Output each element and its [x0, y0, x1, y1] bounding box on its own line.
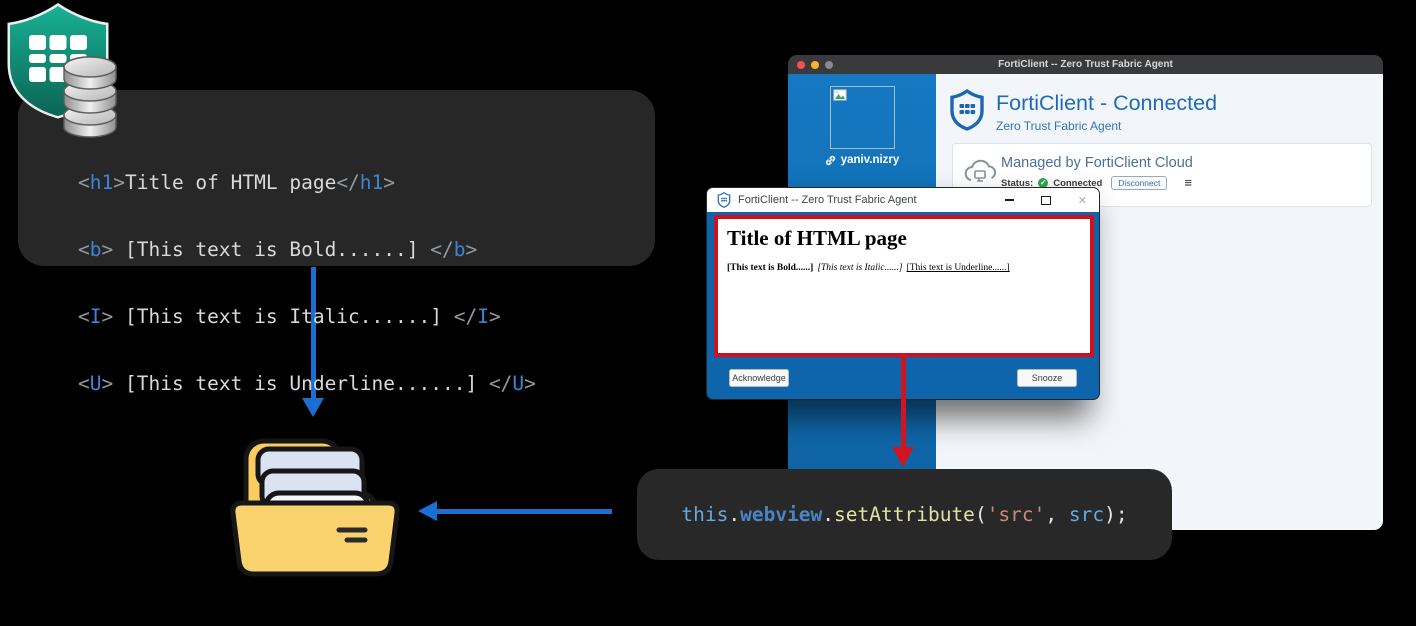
- managed-by-title: Managed by FortiClient Cloud: [1001, 155, 1193, 171]
- database-icon: [63, 56, 117, 138]
- status-check-icon: ✓: [1038, 178, 1049, 188]
- traffic-lights: [797, 60, 833, 69]
- rendered-underline-text: [This text is Underline......]: [906, 263, 1010, 273]
- popup-shield-icon: [717, 192, 731, 208]
- popup-close-icon[interactable]: ✕: [1077, 194, 1087, 207]
- popup-minimize-icon[interactable]: [1004, 199, 1014, 201]
- rendered-bold-text: [This text is Bold......]: [727, 263, 814, 273]
- code-line: <b> [This text is Bold......] </b>: [78, 238, 478, 262]
- avatar[interactable]: [830, 86, 895, 149]
- red-arrow-down-icon: [901, 353, 906, 449]
- arrow-down-icon: [311, 267, 316, 400]
- html-source-code-block: <h1>Title of HTML page</h1> <b> [This te…: [18, 90, 655, 395]
- arrow-left-icon: [437, 509, 612, 514]
- broken-image-icon: [833, 89, 847, 101]
- code-line: <h1>Title of HTML page</h1>: [78, 170, 396, 194]
- status-label: Status:: [1001, 177, 1034, 189]
- arrow-left-head-icon: [418, 501, 437, 521]
- connection-subtitle: Zero Trust Fabric Agent: [996, 119, 1122, 133]
- popup-maximize-icon[interactable]: [1040, 195, 1051, 205]
- main-window-title: FortiClient -- Zero Trust Fabric Agent: [998, 59, 1173, 70]
- main-content: FortiClient - Connected Zero Trust Fabri…: [936, 74, 1383, 530]
- menu-icon[interactable]: ≡: [1184, 175, 1192, 190]
- arrow-down-head-icon: [302, 398, 324, 417]
- connection-title: FortiClient - Connected: [996, 91, 1218, 115]
- code-line: <U> [This text is Underline......] </U>: [78, 372, 536, 396]
- link-icon: [825, 155, 835, 165]
- folder-archive-icon: [230, 438, 400, 577]
- zoom-button[interactable]: [825, 60, 833, 69]
- status-value: Connected: [1053, 177, 1103, 189]
- forticlient-shield-icon: [950, 89, 984, 131]
- rendered-html-page: Title of HTML page [This text is Bold...…: [714, 215, 1094, 357]
- red-arrow-down-head-icon: [892, 447, 914, 467]
- username-row: yaniv.nizry: [788, 154, 936, 166]
- snooze-button[interactable]: Snooze: [1017, 369, 1077, 387]
- disconnect-button[interactable]: Disconnect: [1111, 176, 1168, 190]
- code-line: <I> [This text is Italic......] </I>: [78, 305, 501, 329]
- close-button[interactable]: [797, 60, 805, 69]
- main-window-titlebar: FortiClient -- Zero Trust Fabric Agent: [788, 55, 1383, 74]
- cloud-icon: [964, 159, 997, 182]
- acknowledge-button[interactable]: Acknowledge: [729, 369, 789, 387]
- rendered-italic-text: [This text is Italic......]: [817, 263, 903, 273]
- username: yaniv.nizry: [840, 154, 900, 166]
- minimize-button[interactable]: [811, 60, 819, 69]
- popup-window-title: FortiClient -- Zero Trust Fabric Agent: [738, 194, 917, 206]
- popup-titlebar: FortiClient -- Zero Trust Fabric Agent ✕: [707, 188, 1099, 212]
- rendered-heading: Title of HTML page: [727, 226, 907, 250]
- webview-code-block: this.webview.setAttribute('src', src);: [637, 469, 1172, 560]
